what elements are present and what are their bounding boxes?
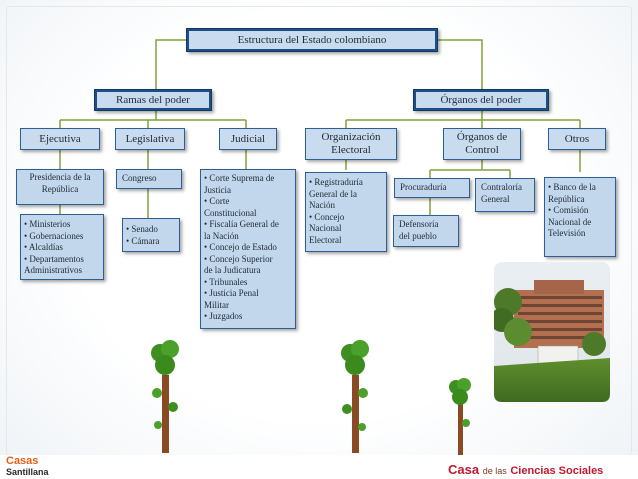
brand-casa-ciencias: Casa de las Ciencias Sociales <box>448 462 603 477</box>
judicial-item: la Nación <box>204 230 239 241</box>
ejecutiva-label: Ejecutiva <box>39 133 81 145</box>
ejecutiva-header: Ejecutiva <box>20 128 100 150</box>
congreso-label: Congreso <box>122 173 157 183</box>
judicial-item: Justicia <box>204 184 231 195</box>
otros-item: Nacional de <box>548 216 592 227</box>
title-box: Estructura del Estado colombiano <box>186 28 438 52</box>
legislativa-item: • Cámara <box>126 235 160 246</box>
contraloria-line-2: General <box>481 193 510 204</box>
electoral-header: Organización Electoral <box>305 128 397 160</box>
presidencia-line-2: República <box>41 183 79 194</box>
judicial-item: Constitucional <box>204 207 257 218</box>
electoral-list: • Registraduría General de la Nación • C… <box>305 172 387 252</box>
ejecutiva-list: • Ministerios • Gobernaciones • Alcaldía… <box>20 214 104 280</box>
ramas-label: Ramas del poder <box>97 92 209 108</box>
legislativa-list: • Senado • Cámara <box>122 218 180 252</box>
electoral-item: Nación <box>309 200 335 210</box>
logo-santillana: Santillana <box>6 467 49 477</box>
ejecutiva-item: • Ministerios <box>24 219 71 229</box>
control-label-2: Control <box>465 144 499 156</box>
presidencia-line-1: Presidencia de la <box>29 172 91 182</box>
ejecutiva-item: • Departamentos <box>24 253 84 264</box>
electoral-item: General de la <box>309 188 357 199</box>
page-title: Estructura del Estado colombiano <box>189 31 435 49</box>
electoral-item: Nacional <box>309 223 342 233</box>
otros-header: Otros <box>548 128 606 150</box>
ejecutiva-item: • Gobernaciones <box>24 230 84 241</box>
electoral-item: • Registraduría <box>309 177 363 187</box>
organos-label: Órganos del poder <box>416 92 546 108</box>
judicial-item: Militar <box>204 299 229 310</box>
judicial-label: Judicial <box>230 133 266 145</box>
procuraduria-label: Procuraduría <box>400 182 447 192</box>
electoral-item: • Concejo <box>309 211 345 222</box>
judicial-item: • Justicia Penal <box>204 288 259 298</box>
legislativa-label: Legislativa <box>125 133 175 145</box>
control-label-1: Órganos de <box>456 131 508 143</box>
procuraduria-box: Procuraduría <box>394 178 470 198</box>
otros-label: Otros <box>564 133 590 145</box>
otros-item: • Comisión <box>548 205 589 215</box>
otros-item: • Banco de la <box>548 182 596 192</box>
judicial-item: • Corte Suprema de <box>204 173 275 183</box>
brand-casa: Casa <box>448 462 480 477</box>
contraloria-box: Contraloría General <box>475 178 535 212</box>
judicial-item: • Fiscalía General de <box>204 219 279 229</box>
presidencia-box: Presidencia de la República <box>16 169 104 205</box>
judicial-item: de la Judicatura <box>204 265 261 275</box>
defensoria-line-2: del pueblo <box>399 230 437 241</box>
otros-item: Televisión <box>548 228 586 238</box>
defensoria-line-1: Defensoría <box>399 219 439 229</box>
judicial-list: • Corte Suprema de Justicia • Corte Cons… <box>200 169 296 329</box>
footer-bar <box>0 455 638 479</box>
otros-list: • Banco de la República • Comisión Nacio… <box>544 177 616 257</box>
legislativa-header: Legislativa <box>115 128 185 150</box>
electoral-item: Electoral <box>309 234 342 245</box>
tree-illustration <box>449 378 471 455</box>
defensoria-box: Defensoría del pueblo <box>393 215 459 247</box>
electoral-label-1: Organización <box>321 131 381 143</box>
judicial-item: • Tribunales <box>204 276 248 287</box>
control-header: Órganos de Control <box>443 128 521 160</box>
ejecutiva-item: Administrativos <box>24 265 82 275</box>
legislativa-item: • Senado <box>126 224 158 234</box>
judicial-item: • Juzgados <box>204 311 243 321</box>
judicial-item: • Corte <box>204 196 230 206</box>
logo-casas: Casas <box>6 455 39 467</box>
judicial-item: • Concejo Superior <box>204 253 273 264</box>
congreso-box: Congreso <box>116 169 182 189</box>
building-photo <box>494 262 610 402</box>
judicial-header: Judicial <box>219 128 277 150</box>
santillana-logo: Casas Santillana <box>6 455 49 477</box>
judicial-item: • Concejo de Estado <box>204 242 277 252</box>
electoral-label-2: Electoral <box>331 144 371 156</box>
brand-ciencias: Ciencias Sociales <box>510 465 604 477</box>
brand-de: de las <box>482 466 507 476</box>
organos-box: Órganos del poder <box>413 89 549 111</box>
ramas-box: Ramas del poder <box>94 89 212 111</box>
contraloria-line-1: Contraloría <box>481 182 522 192</box>
otros-item: República <box>548 193 585 204</box>
tree-illustration <box>341 340 369 453</box>
ejecutiva-item: • Alcaldías <box>24 242 63 252</box>
tree-illustration <box>151 340 179 453</box>
